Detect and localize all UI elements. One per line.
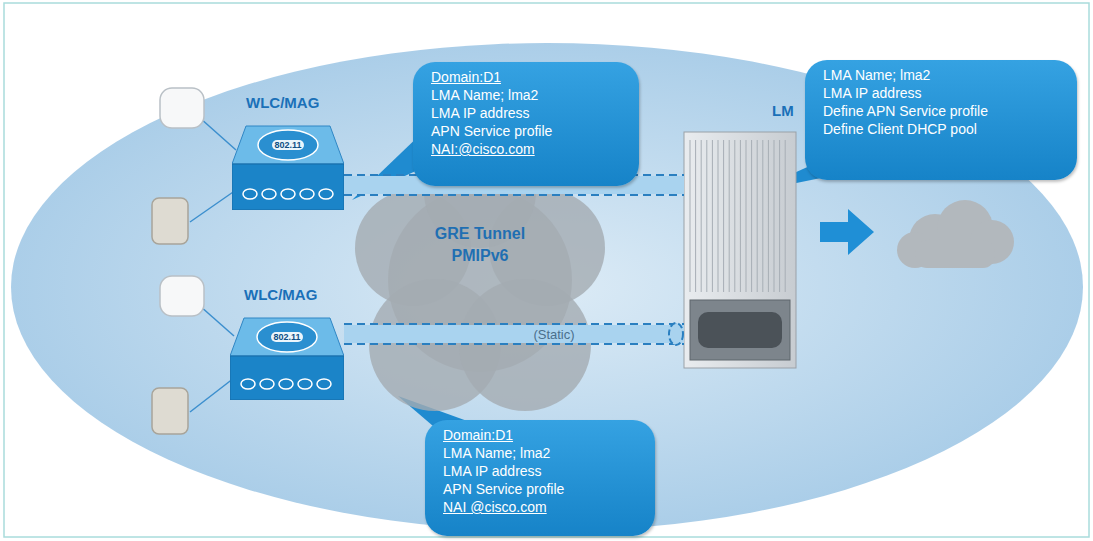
card-slot	[779, 140, 780, 292]
tunnel-caption: GRE Tunnel PMIPv6	[425, 223, 535, 267]
domain-ellipse	[11, 43, 1083, 531]
lma-chassis	[684, 132, 796, 368]
callout-line: LMA Name; lma2	[443, 444, 550, 462]
card-slot	[690, 140, 691, 292]
callout-line: LMA Name; lma2	[823, 66, 930, 84]
icon-text: 802.11	[271, 332, 302, 342]
uplink-arrow	[820, 209, 874, 255]
controller-switch: WLC/MAG802.11	[232, 120, 344, 210]
lma-chassis	[690, 300, 790, 360]
ap-wires	[190, 190, 236, 222]
outdoor-access-point	[152, 198, 188, 434]
tunnel-end	[669, 323, 683, 345]
device-label: WLC/MAG	[244, 286, 317, 303]
callout-line: LMA Name; lma2	[431, 86, 538, 104]
switch-front	[232, 164, 344, 210]
card-slot	[718, 140, 719, 292]
ap-wires	[200, 306, 234, 336]
callout-line: APN Service profile	[443, 480, 564, 498]
port	[281, 189, 295, 199]
cloud-puff	[459, 279, 591, 411]
callout-line: NAI @cisco.com	[443, 498, 547, 516]
callout-bubble: Domain:D1LMA Name; lma2LMA IP addressAPN…	[425, 420, 655, 536]
port	[279, 379, 293, 389]
card-slot	[762, 140, 763, 292]
frame	[4, 3, 1089, 537]
callout-line: LMA IP address	[443, 462, 542, 480]
access-point	[160, 276, 204, 316]
port	[260, 379, 274, 389]
ap-wires	[190, 118, 236, 412]
outdoor-access-point	[152, 388, 188, 434]
internet-cloud	[897, 200, 1014, 268]
port	[300, 189, 314, 199]
card-slot	[734, 140, 735, 292]
port	[317, 379, 331, 389]
callout-line: Define Client DHCP pool	[823, 120, 977, 138]
access-point	[160, 88, 204, 128]
callout-line: LMA IP address	[823, 84, 922, 102]
ap-wires	[190, 378, 234, 412]
radio-badge	[258, 130, 318, 160]
card-slot	[751, 140, 752, 292]
icon-text: 802.11	[272, 140, 303, 150]
card-slot	[723, 140, 724, 292]
card-slot	[757, 140, 758, 292]
port	[241, 379, 255, 389]
outdoor-access-point	[152, 198, 188, 244]
internet-cloud	[915, 240, 995, 268]
callout-line: LMA IP address	[431, 104, 530, 122]
port	[243, 189, 257, 199]
callout-line: APN Service profile	[431, 122, 552, 140]
lma-chassis	[690, 140, 785, 292]
tunnel-label: (Static)	[530, 327, 577, 342]
card-slot	[740, 140, 741, 292]
card-slot	[695, 140, 696, 292]
callout-line: Domain:D1	[431, 68, 501, 86]
switch-icon	[232, 120, 344, 210]
card-slot	[701, 140, 702, 292]
callout-line: Domain:D1	[443, 426, 513, 444]
card-slot	[706, 140, 707, 292]
card-slot	[712, 140, 713, 292]
switch-top	[232, 126, 344, 164]
port	[262, 189, 276, 199]
card-slot	[746, 140, 747, 292]
callout-bubble: Domain:D1LMA Name; lma2LMA IP addressAPN…	[413, 62, 639, 186]
switch-top	[230, 318, 344, 356]
callout-bubble: LMA Name; lma2LMA IP addressDefine APN S…	[805, 60, 1077, 180]
device-label: WLC/MAG	[246, 94, 319, 111]
port	[319, 189, 333, 199]
card-slot	[785, 140, 786, 292]
lma-router: LM	[684, 132, 796, 368]
switch-front	[230, 356, 344, 400]
callout-line: NAI:@cisco.com	[431, 140, 535, 158]
lma-chassis	[684, 132, 796, 368]
switch-icon	[230, 312, 344, 400]
lma-chassis	[698, 312, 782, 348]
callout-line: Define APN Service profile	[823, 102, 988, 120]
card-slot	[729, 140, 730, 292]
device-label: LM	[772, 102, 794, 119]
card-slot	[768, 140, 769, 292]
card-slot	[774, 140, 775, 292]
radio-badge	[257, 322, 317, 352]
port	[298, 379, 312, 389]
controller-switch: WLC/MAG802.11	[230, 312, 344, 400]
ap-wires	[200, 118, 236, 150]
